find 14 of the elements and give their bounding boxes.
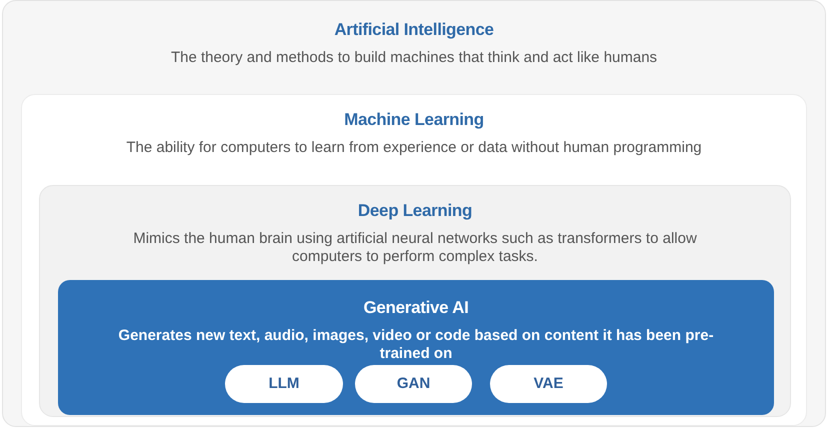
pill-box: GAN bbox=[355, 365, 472, 403]
layer-title: Generative AI bbox=[363, 297, 469, 319]
layer-title: Machine Learning bbox=[344, 109, 484, 131]
pill-box: VAE bbox=[490, 365, 607, 403]
layer-description: Mimics the human brain using artificial neural networks such as transformers to allow computers to perform complex tasks. bbox=[132, 230, 698, 266]
layer-description: The theory and methods to build machines that think and act like humans bbox=[170, 49, 658, 67]
layer-panel bbox=[58, 280, 774, 415]
pill-box: LLM bbox=[225, 365, 343, 403]
layer-title: Artificial Intelligence bbox=[334, 19, 494, 41]
layer-description: The ability for computers to learn from experience or data without human programming bbox=[126, 139, 702, 157]
layer-panel bbox=[39, 185, 791, 417]
layer-description: Generates new text, audio, images, video or code based on content it has been pre-trained on bbox=[117, 327, 715, 363]
layer-title: Deep Learning bbox=[358, 200, 472, 222]
layer-panel bbox=[21, 94, 807, 426]
